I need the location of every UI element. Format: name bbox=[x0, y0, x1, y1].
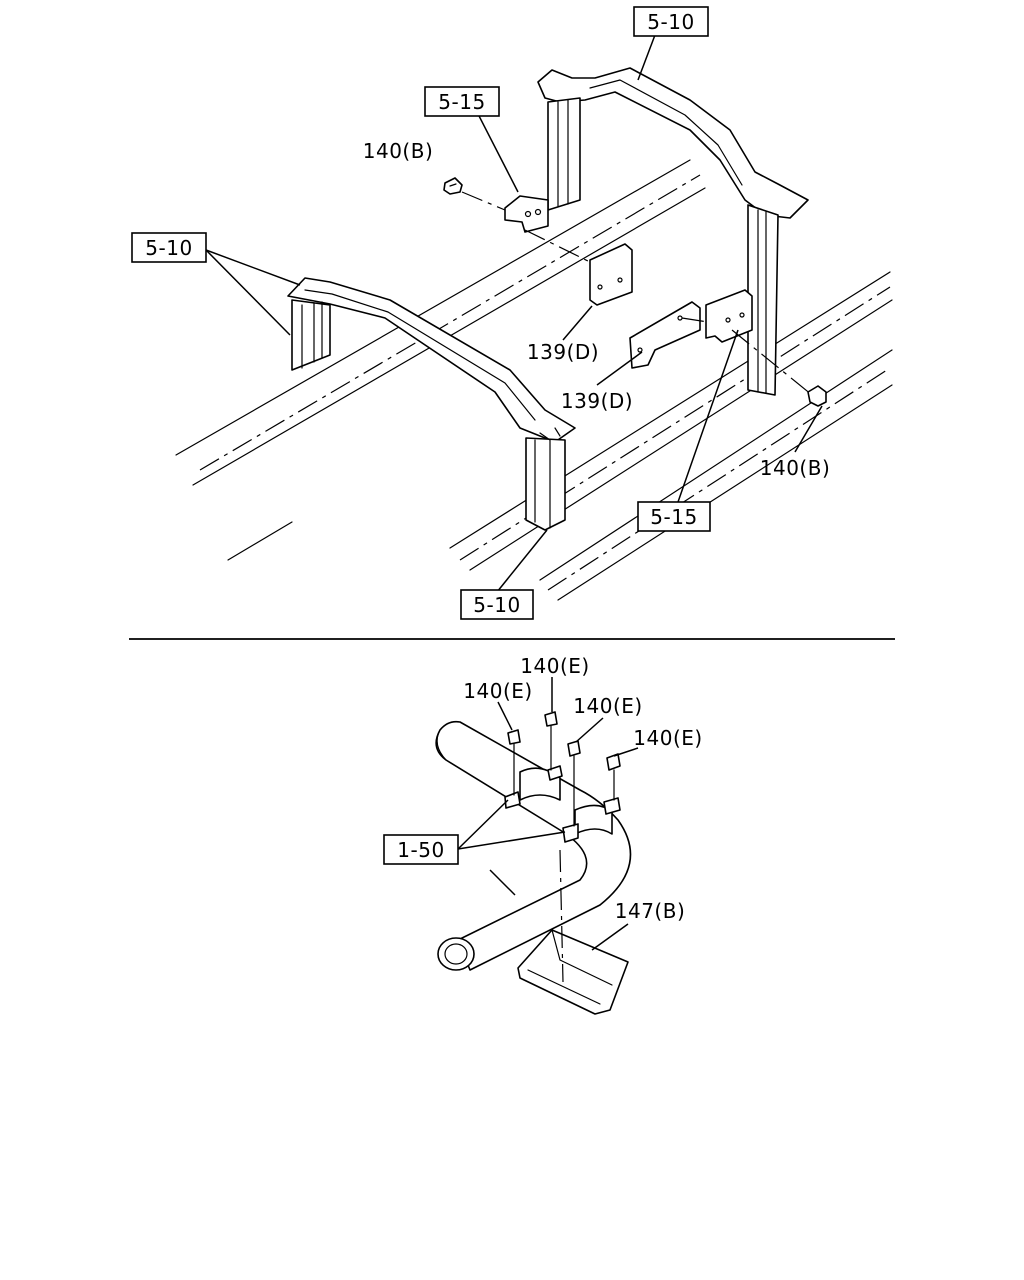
svg-text:140(E): 140(E) bbox=[573, 694, 642, 718]
callout-139d-b: 139(D) bbox=[561, 389, 633, 413]
callout-5-10-top: 5-10 bbox=[633, 6, 709, 37]
svg-text:147(B): 147(B) bbox=[615, 899, 686, 923]
bolt-140b-top-icon bbox=[443, 177, 463, 195]
bolt-140e-right-icon bbox=[606, 753, 621, 801]
callout-5-15-bottom: 5-15 bbox=[637, 501, 711, 532]
exhaust-pipe bbox=[435, 720, 632, 971]
crossmember-front bbox=[287, 277, 576, 531]
heat-shield-147b bbox=[517, 849, 629, 1015]
bolt-140b-right-icon bbox=[807, 385, 827, 407]
callout-140e-mid: 140(E) bbox=[573, 694, 642, 718]
callout-139d-a: 139(D) bbox=[527, 340, 599, 364]
callout-5-10-left: 5-10 bbox=[131, 232, 207, 263]
callout-140e-left: 140(E) bbox=[463, 679, 532, 703]
svg-text:140(E): 140(E) bbox=[633, 726, 702, 750]
svg-text:139(D): 139(D) bbox=[561, 389, 633, 413]
bolt-140e-top-icon bbox=[544, 711, 558, 771]
svg-text:5-10: 5-10 bbox=[647, 10, 694, 34]
callout-140e-top: 140(E) bbox=[520, 654, 589, 678]
clamps bbox=[504, 765, 621, 843]
callout-5-10-bottom: 5-10 bbox=[460, 589, 534, 620]
svg-text:140(B): 140(B) bbox=[760, 456, 831, 480]
bolt-140e-left-icon bbox=[507, 729, 521, 796]
svg-text:140(B): 140(B) bbox=[363, 139, 434, 163]
callout-140e-right: 140(E) bbox=[633, 726, 702, 750]
svg-text:140(E): 140(E) bbox=[520, 654, 589, 678]
svg-text:5-10: 5-10 bbox=[473, 593, 520, 617]
callout-140b-top: 140(B) bbox=[363, 139, 434, 163]
callout-140b-right: 140(B) bbox=[760, 456, 831, 480]
svg-text:5-15: 5-15 bbox=[650, 505, 697, 529]
svg-text:140(E): 140(E) bbox=[463, 679, 532, 703]
svg-text:1-50: 1-50 bbox=[397, 838, 444, 862]
svg-text:5-10: 5-10 bbox=[145, 236, 192, 260]
assembly-lines bbox=[461, 191, 813, 396]
leader-lines-lower bbox=[457, 677, 639, 951]
svg-text:5-15: 5-15 bbox=[438, 90, 485, 114]
svg-text:139(D): 139(D) bbox=[527, 340, 599, 364]
callout-147b: 147(B) bbox=[615, 899, 686, 923]
bolt-140e-mid-icon bbox=[567, 740, 581, 827]
leader-lines-upper bbox=[205, 34, 823, 593]
callout-1-50: 1-50 bbox=[383, 834, 459, 865]
callout-5-15-top: 5-15 bbox=[424, 86, 500, 117]
